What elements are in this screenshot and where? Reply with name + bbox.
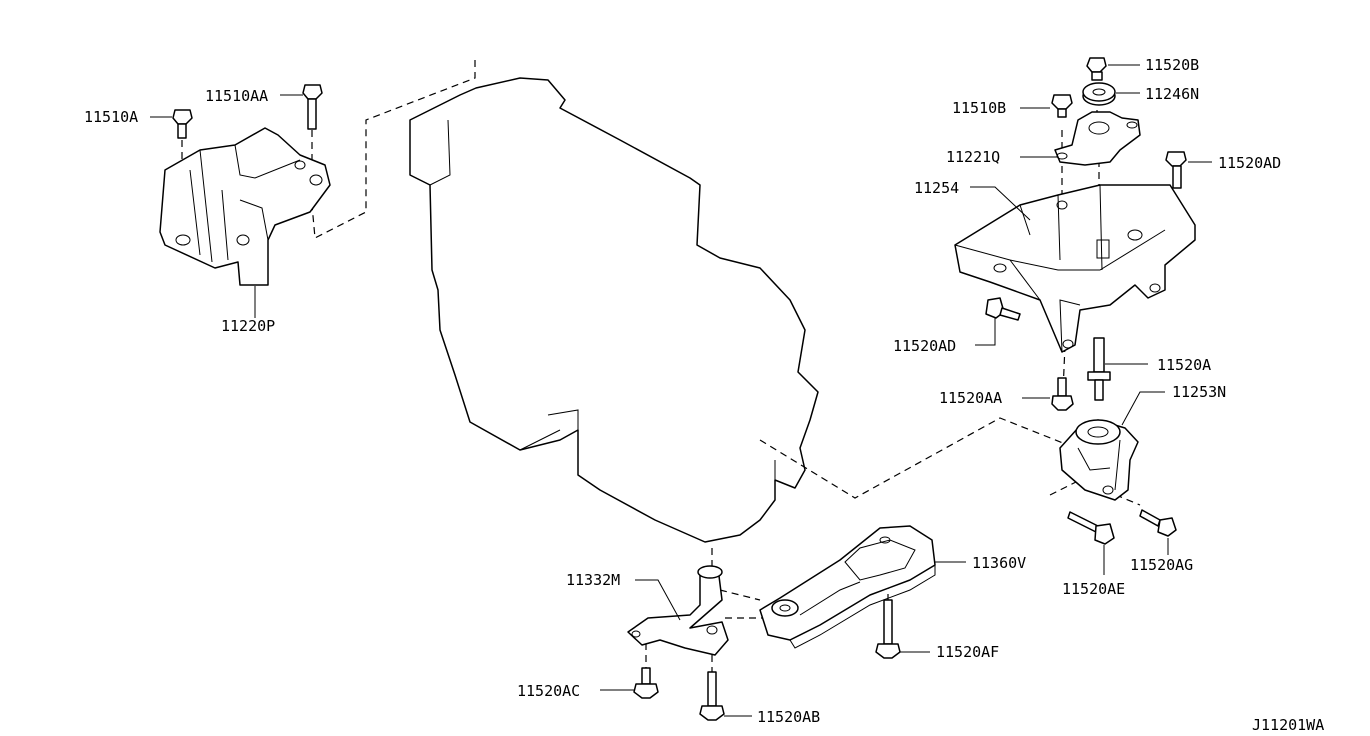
bolt-11520AF <box>875 599 901 659</box>
label-11220P: 11220P <box>221 317 275 335</box>
bolt-11520AB <box>699 671 725 721</box>
stud-11520A <box>1087 337 1111 401</box>
label-11520AC: 11520AC <box>517 682 580 700</box>
label-11221Q: 11221Q <box>946 148 1000 166</box>
bolt-11510A <box>172 109 193 139</box>
engine-block <box>409 77 819 543</box>
bolt-11520AC <box>633 667 659 699</box>
bracket-11332M <box>627 565 729 656</box>
label-11520AF: 11520AF <box>936 643 999 661</box>
bolt-11520AG <box>1139 509 1177 537</box>
label-11510B: 11510B <box>952 99 1006 117</box>
engine-mount-left <box>159 127 331 286</box>
bolt-11510B <box>1051 94 1073 118</box>
bolt-11520B <box>1086 57 1107 81</box>
label-11510A: 11510A <box>84 108 138 126</box>
label-11332M: 11332M <box>566 571 620 589</box>
label-11520AB: 11520AB <box>757 708 820 726</box>
bolt-11520AA <box>1051 377 1074 411</box>
label-11360V: 11360V <box>972 554 1026 572</box>
label-11510AA: 11510AA <box>205 87 268 105</box>
bolt-11510AA <box>302 84 323 130</box>
part-labels: 11510A 11510AA 11220P 11520B 11246N 1151… <box>84 56 1324 734</box>
mount-11253N <box>1059 419 1139 501</box>
label-11520AD-left: 11520AD <box>893 337 956 355</box>
label-11254: 11254 <box>914 179 959 197</box>
diagram-code: J11201WA <box>1252 716 1324 734</box>
bracket-11221Q <box>1054 111 1141 166</box>
label-11520AA: 11520AA <box>939 389 1002 407</box>
label-11520AE: 11520AE <box>1062 580 1125 598</box>
label-11520AG: 11520AG <box>1130 556 1193 574</box>
label-11246N: 11246N <box>1145 85 1199 103</box>
label-11520B: 11520B <box>1145 56 1199 74</box>
label-11520A: 11520A <box>1157 356 1211 374</box>
bolt-11520AE <box>1067 511 1115 545</box>
label-11520AD-top: 11520AD <box>1218 154 1281 172</box>
leader-lines <box>150 64 1212 717</box>
label-11253N: 11253N <box>1172 383 1226 401</box>
bolt-11520AD-top <box>1165 151 1187 189</box>
torque-rod-11360V <box>759 525 936 649</box>
washer-11246N <box>1082 82 1116 106</box>
mount-bracket-11254 <box>954 184 1196 353</box>
bolt-11520AD-left <box>985 297 1021 321</box>
